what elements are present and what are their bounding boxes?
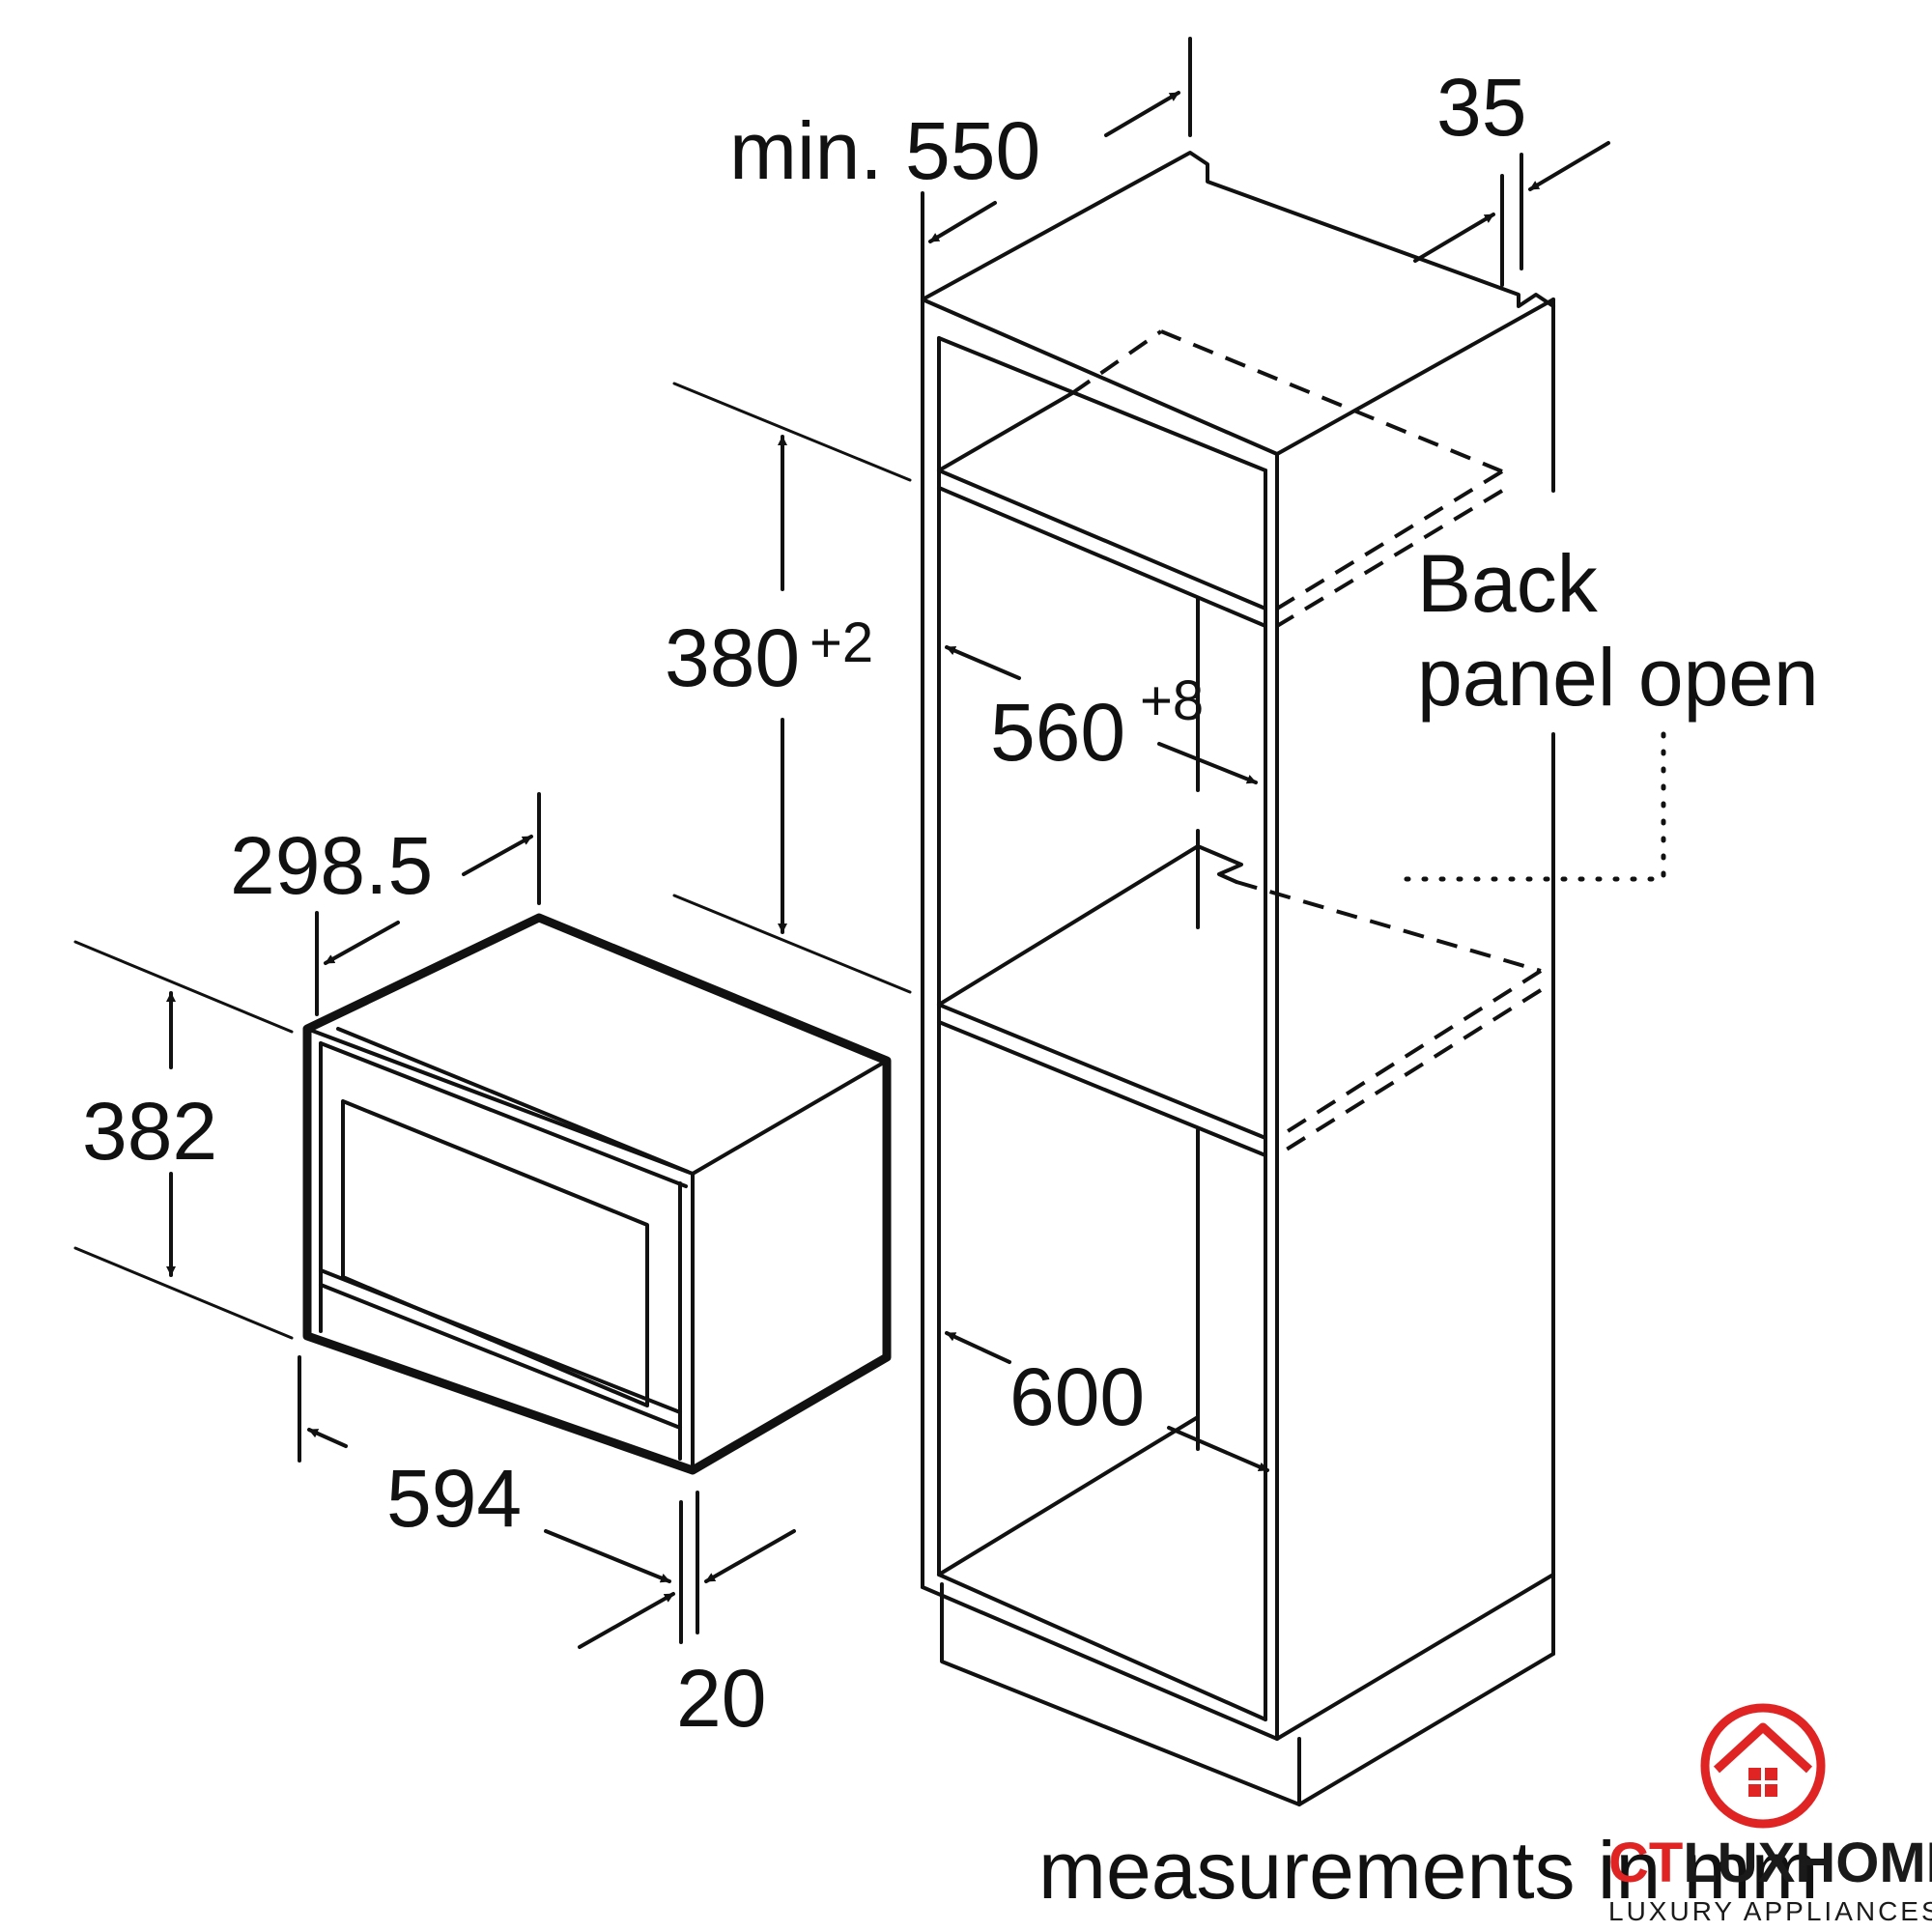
upper-shelf-left xyxy=(937,391,1074,472)
appliance-depth-arrow-back xyxy=(462,835,533,876)
middle-shelf-front-lower xyxy=(937,1020,1267,1157)
appliance-top-lip xyxy=(336,1027,690,1174)
cabinet-top-front-edge xyxy=(921,298,1279,456)
cabinet-width-label: 600 xyxy=(1009,1351,1145,1442)
cabinet-width-arrow-left xyxy=(945,1331,1011,1364)
dim-cabinet-width: 600 xyxy=(945,1331,1269,1472)
cabinet-inner-floor-back xyxy=(937,1415,1200,1577)
upper-shelf-back-dash-4 xyxy=(1275,489,1504,628)
niche-width-tol: +8 xyxy=(1140,669,1204,732)
upper-shelf-back-dash-3 xyxy=(1275,469,1504,611)
niche-height-tol: +2 xyxy=(810,611,873,674)
cabinet-plinth xyxy=(940,1582,1301,1806)
dim-front-thickness: 20 xyxy=(578,1491,796,1744)
dim-appliance-depth: 298.5 xyxy=(230,792,541,1016)
middle-shelf-front xyxy=(937,1003,1267,1140)
front-thickness-arrow-right xyxy=(704,1529,796,1583)
dim-niche-height: 380 +2 xyxy=(665,382,912,994)
depth-min-label: min. 550 xyxy=(729,105,1040,196)
cabinet-top-outline xyxy=(921,151,1555,308)
upper-shelf-front xyxy=(937,469,1267,611)
niche-height-ext-top xyxy=(672,382,912,482)
ctluxhome-logo: CTLUXHOME LUXURY APPLIANCES xyxy=(1608,1703,1932,1926)
dim-appliance-width: 594 xyxy=(298,1355,671,1583)
dim-niche-width: 560 +8 xyxy=(945,645,1258,784)
middle-shelf-back-dash-1 xyxy=(1236,880,1542,973)
appliance-control-strip-bottom xyxy=(319,1283,682,1430)
overhang-arrow-left xyxy=(1413,213,1495,263)
logo-brand-part2: LUXHOME xyxy=(1683,1832,1932,1894)
house-icon xyxy=(1700,1703,1826,1829)
dim-depth-min: min. 550 xyxy=(729,37,1192,301)
niche-height-label: 380 xyxy=(665,612,800,703)
cabinet-width-arrow-right xyxy=(1167,1426,1269,1472)
plinth-right xyxy=(1297,1652,1555,1806)
appliance-width-arrow-left xyxy=(307,1428,348,1448)
niche-height-ext-bottom xyxy=(672,894,912,994)
upper-shelf-front-lower xyxy=(937,486,1267,628)
appliance-control-strip-top xyxy=(319,1268,682,1414)
upper-shelf-back-dash-2 xyxy=(1160,329,1503,473)
logo-brand-part1: CT xyxy=(1608,1832,1683,1894)
svg-text:CTLUXHOME: CTLUXHOME xyxy=(1608,1832,1932,1894)
middle-shelf-back-dash-2 xyxy=(1275,969,1543,1140)
niche-width-arrow-right xyxy=(1157,742,1258,784)
units-note: measurements in mm xyxy=(1038,1825,1819,1916)
built-in-appliance xyxy=(302,913,892,1475)
appliance-window xyxy=(341,1099,649,1407)
logo-tagline: LUXURY APPLIANCES xyxy=(1608,1896,1932,1926)
front-thickness-label: 20 xyxy=(676,1653,766,1744)
overhang-label: 35 xyxy=(1436,62,1526,153)
appliance-width-arrow-right xyxy=(544,1529,671,1583)
middle-shelf-left xyxy=(937,844,1200,1007)
appliance-height-ext-top xyxy=(73,940,294,1034)
back-panel-label-line2: panel open xyxy=(1417,632,1819,723)
appliance-depth-arrow-front xyxy=(324,921,400,965)
upper-shelf-back-dash-1 xyxy=(1070,329,1163,395)
cabinet-bottom-right xyxy=(1275,1573,1555,1741)
middle-shelf-back-dash-3 xyxy=(1275,988,1543,1157)
middle-shelf-notch xyxy=(1196,844,1243,884)
back-panel-leader xyxy=(1388,731,1666,882)
appliance-front-top-inner xyxy=(319,1041,688,1188)
dim-front-overhang: 35 xyxy=(1413,62,1610,287)
cabinet-inner-top xyxy=(937,336,1267,472)
depth-arrow-back xyxy=(1104,91,1180,137)
niche-width-arrow-left xyxy=(945,645,1021,680)
appliance-top-right xyxy=(691,1059,889,1176)
appliance-body-outline xyxy=(302,913,892,1475)
depth-arrow-front xyxy=(928,201,997,243)
niche-width-label: 560 xyxy=(990,687,1125,778)
appliance-height-label: 382 xyxy=(82,1086,217,1177)
appliance-width-label: 594 xyxy=(386,1453,522,1544)
back-panel-label-line1: Back xyxy=(1417,538,1599,629)
cabinet-bottom-front xyxy=(921,1585,1279,1741)
overhang-arrow-right xyxy=(1528,141,1610,191)
cabinet-inner-bottom xyxy=(937,1573,1267,1721)
appliance-depth-label: 298.5 xyxy=(230,820,433,911)
appliance-height-ext-bottom xyxy=(73,1246,294,1340)
cabinet-top-right-edge xyxy=(1275,298,1555,456)
dim-appliance-height: 382 xyxy=(73,940,294,1340)
front-thickness-arrow-left xyxy=(578,1592,675,1649)
tall-cabinet xyxy=(921,151,1555,1806)
